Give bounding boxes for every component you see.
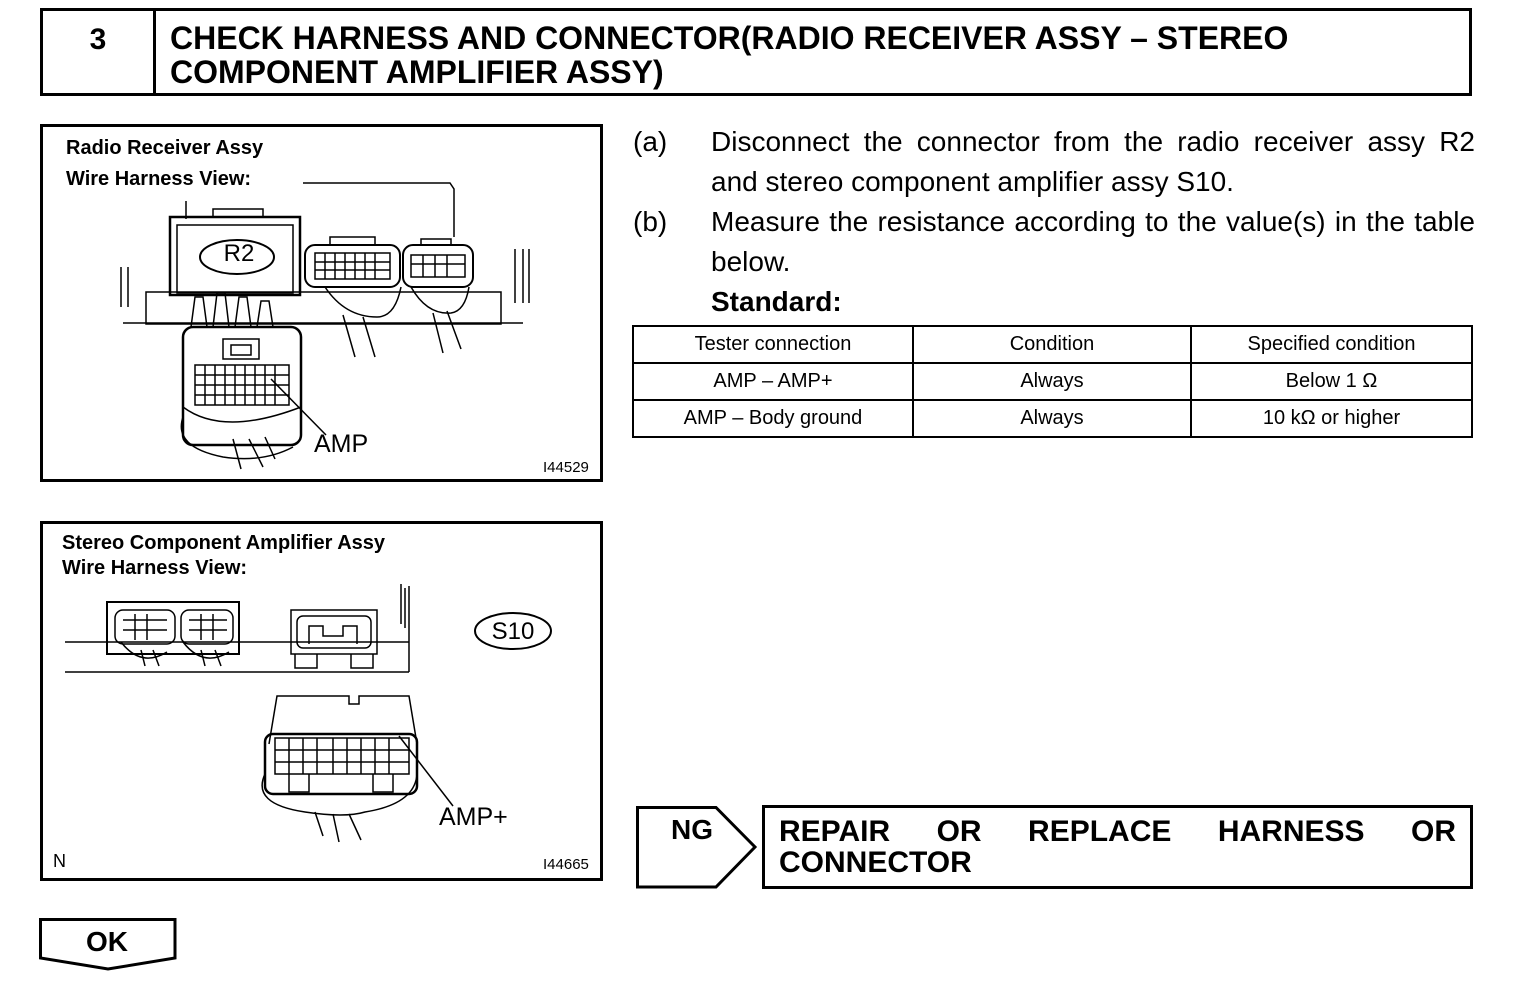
figure-2-title-line1: Stereo Component Amplifier Assy [62, 532, 386, 554]
table-cell: Always [912, 362, 1192, 401]
terminal-label-amp-plus: AMP+ [439, 803, 508, 831]
figure-1-title-line2: Wire Harness View: [66, 168, 252, 190]
connector-id-r2: R2 [223, 240, 255, 267]
column-header: Specified condition [1190, 325, 1473, 364]
figure-2-code: I44665 [543, 856, 589, 873]
step-title: CHECK HARNESS AND CONNECTOR(RADIO RECEIV… [170, 20, 1289, 90]
figure-1-code: I44529 [543, 459, 589, 476]
instruction-item: (b) Measure the resistance according to … [633, 202, 1475, 282]
instruction-item: (a) Disconnect the connector from the ra… [633, 122, 1475, 202]
specification-table: Tester connection Condition Specified co… [632, 325, 1473, 438]
figure-2-title-line2: Wire Harness View: [62, 557, 248, 579]
step-header: 3 CHECK HARNESS AND CONNECTOR(RADIO RECE… [40, 8, 1472, 96]
radio-receiver-connector-drawing [120, 182, 530, 470]
radio-receiver-figure: Radio Receiver Assy Wire Harness View: R… [40, 124, 603, 482]
ok-label: OK [86, 926, 128, 957]
table-cell: Below 1 Ω [1190, 362, 1473, 401]
table-cell: AMP – Body ground [632, 399, 914, 438]
stereo-amplifier-connector-drawing [65, 584, 552, 843]
terminal-label-amp: AMP [314, 430, 369, 458]
table-cell: AMP – AMP+ [632, 362, 914, 401]
figure-1-title-line1: Radio Receiver Assy [66, 137, 264, 159]
instruction-text: Measure the resistance according to the … [711, 206, 1475, 277]
table-row: AMP – Body ground Always 10 kΩ or higher [632, 399, 1473, 438]
ok-arrow-icon [39, 918, 177, 971]
table-cell: 10 kΩ or higher [1190, 399, 1473, 438]
stereo-amplifier-figure: Stereo Component Amplifier Assy Wire Har… [40, 521, 603, 881]
instruction-text: Disconnect the connector from the radio … [711, 126, 1475, 197]
instruction-letter: (a) [633, 126, 668, 157]
table-cell: Always [912, 399, 1192, 438]
table-header-row: Tester connection Condition Specified co… [632, 325, 1473, 364]
ng-label: NG [671, 814, 713, 845]
connector-id-s10: S10 [491, 618, 535, 645]
figure-2-corner-mark: N [53, 851, 66, 871]
instruction-steps: (a) Disconnect the connector from the ra… [633, 122, 1475, 322]
column-header: Condition [912, 325, 1192, 364]
standard-label: Standard: [711, 286, 842, 317]
table-row: AMP – AMP+ Always Below 1 Ω [632, 362, 1473, 401]
column-header: Tester connection [632, 325, 914, 364]
instruction-letter: (b) [633, 206, 668, 237]
step-number: 3 [43, 11, 156, 93]
ng-action-box: REPAIR OR REPLACE HARNESS OR CONNECTOR [762, 805, 1473, 889]
ng-arrow-icon [636, 806, 758, 889]
